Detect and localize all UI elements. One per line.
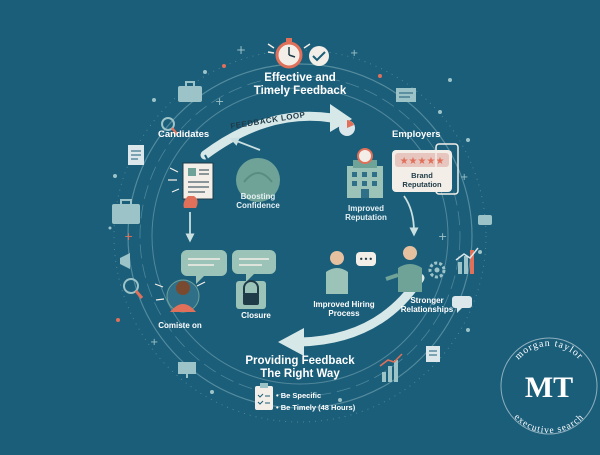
node-improved-hiring: Improved Hiring Process [313, 300, 375, 319]
node-improved-reputation: Improved Reputation [345, 204, 387, 223]
svg-text:★★★★★: ★★★★★ [400, 156, 445, 167]
screen-icon [396, 88, 416, 102]
stopwatch-icon [267, 38, 311, 69]
resume-icon [168, 162, 214, 200]
node-candidates: Candidates [158, 129, 210, 140]
chart-icon [339, 120, 355, 136]
node-comiste-on: Comiste on [158, 321, 202, 330]
svg-text:•••: ••• [359, 255, 373, 264]
hand-icon [183, 196, 198, 208]
chat-bubble-icon [181, 250, 276, 284]
document-icon [128, 145, 144, 165]
svg-text:+: + [236, 43, 246, 57]
magnifier-icon [161, 117, 178, 135]
monitor-icon [178, 362, 196, 378]
lock-icon [236, 280, 266, 309]
svg-text:+: + [350, 48, 358, 59]
node-employers: Employers [392, 129, 441, 140]
chat-bubble-icon [478, 215, 492, 225]
node-stronger-relationships: Stronger Relationships [400, 296, 454, 315]
briefcase-icon [178, 81, 202, 102]
page-title: Effective and Timely Feedback [253, 72, 347, 98]
flow-arrows [185, 137, 419, 243]
bottom-title: Providing Feedback The Right Way [245, 355, 355, 381]
node-boosting-confidence: Boosting Confidence [236, 192, 280, 211]
candidate-person-icon [154, 279, 206, 313]
svg-text:+: + [215, 95, 224, 108]
document-icon [426, 346, 440, 362]
person-icon [385, 246, 422, 292]
person-icon: ••• [326, 251, 376, 294]
tip-item: Be Specific [276, 390, 355, 402]
chart-icon [455, 247, 479, 274]
svg-text:+: + [460, 172, 468, 183]
svg-text:+: + [150, 337, 158, 348]
svg-text:executive search: executive search [512, 412, 586, 436]
svg-text:morgan taylor: morgan taylor [513, 338, 586, 362]
megaphone-icon [120, 253, 130, 269]
star-rating-icon: ★★★★★ [392, 143, 459, 195]
node-closure: Closure [241, 311, 271, 320]
brand-badge: morgan taylor executive search MT [500, 337, 598, 436]
node-brand-reputation: Brand Reputation [402, 171, 442, 189]
checkmark-bubble-icon [309, 46, 329, 66]
chart-icon [379, 353, 403, 382]
svg-text:+: + [124, 230, 133, 243]
badge-monogram: MT [525, 371, 573, 404]
tips-list: Be Specific Be Timely (48 Hours) [276, 390, 355, 413]
decorative-dots: + + + + + + + [108, 43, 482, 402]
clipboard-icon [255, 383, 273, 410]
badge-ring-bottom: executive search [512, 412, 585, 436]
confidence-badge [236, 158, 280, 202]
building-icon [347, 148, 383, 198]
briefcase-icon [112, 199, 140, 224]
magnifier-icon [123, 278, 144, 299]
badge-ring-top: morgan taylor [513, 338, 585, 362]
tip-item: Be Timely (48 Hours) [276, 402, 355, 414]
svg-text:+: + [438, 230, 447, 243]
chat-bubble-icon [452, 296, 472, 313]
gear-icon [428, 261, 446, 279]
